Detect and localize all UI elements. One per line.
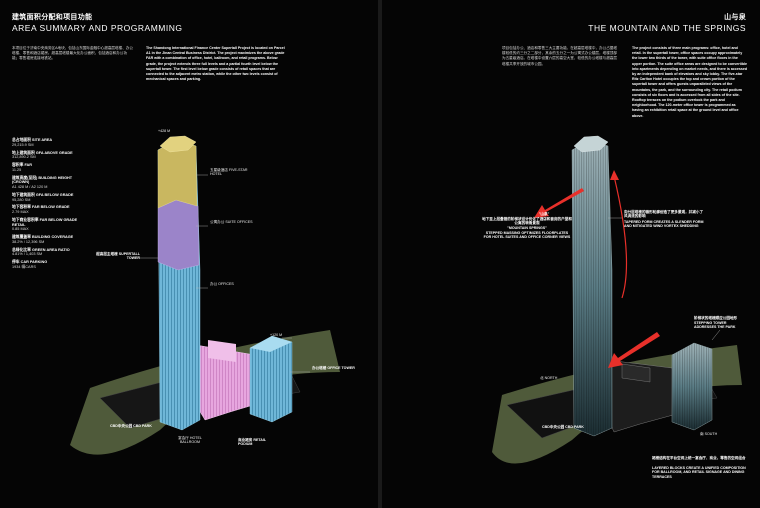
office-tower-right — [671, 342, 713, 431]
left-intro-en: The Shandong International Finance Cente… — [146, 46, 285, 82]
springs-arrow-top — [534, 188, 584, 218]
springs-arrow-bottom — [608, 332, 660, 368]
springs-detail-cn: 地下至上层叠错的阶梯状设计优化了酒店和套房的户型和公寓的转角景观 — [482, 217, 572, 226]
offices-label: 办公 OFFICES — [210, 282, 234, 286]
supertall-tower — [157, 135, 201, 431]
right-page: 山与泉 THE MOUNTAIN AND THE SPRINGS 项目包括办公、… — [382, 0, 760, 508]
podium-note-en: LAYERED BLOCKS CREATE A UNIFIED COMPOSIT… — [652, 466, 746, 479]
left-title-cn: 建筑面积分配和项目功能 — [12, 14, 93, 21]
stat-item: 建筑高度(至冠) BUILDING HEIGHT (CROWN)A1 428 M… — [12, 175, 73, 189]
podium-dark — [605, 359, 685, 433]
springs-detail-en: STEPPED MASSING OPTIMIZES FLOORPLATES FO… — [483, 231, 571, 240]
right-title-en: THE MOUNTAIN AND THE SPRINGS — [588, 23, 746, 33]
supertall-tower-right — [571, 135, 613, 437]
south-label: 南 SOUTH — [700, 432, 718, 436]
leader-lines-right — [608, 217, 721, 341]
hotel-label: 五星级酒店 FIVE-STAR HOTEL — [210, 168, 248, 177]
park-label: CBD中央公园 CBD PARK — [110, 424, 152, 428]
springs-title: "山泉" — [538, 212, 550, 216]
right-intro-en: The project consists of three main progr… — [632, 46, 748, 118]
page-gutter — [378, 0, 382, 508]
wind-arrow — [610, 170, 628, 299]
park-label-right: CBD中央公园 CBD PARK — [542, 425, 584, 429]
north-label: 北 NORTH — [540, 376, 558, 380]
area-diagram — [70, 135, 340, 455]
podium-label: 商业裙房 RETAIL PODIUM — [238, 438, 267, 447]
leader-lines — [140, 174, 310, 373]
office-tower-label: 办公塔楼 OFFICE TOWER — [312, 366, 355, 370]
left-intro-cn: 本项目位于济南中央商务区A地块，包括山东国际金融中心超高层塔楼、办公塔楼、零售和… — [12, 46, 133, 61]
stepping-note-en: STEPPING TOWER ADDRESSES THE PARK — [694, 321, 736, 330]
tapered-note-cn: 向分层塔楼的锥形轮廓创造了更多景观，并减小了风涡流的影响 — [624, 210, 704, 219]
left-page: 建筑面积分配和项目功能 AREA SUMMARY AND PROGRAMMING… — [0, 0, 378, 508]
left-title-en: AREA SUMMARY AND PROGRAMMING — [12, 23, 183, 33]
springs-quote: "MOUNTAIN SPRINGS" — [507, 226, 547, 230]
supertall-height-label: +428 M — [158, 129, 171, 133]
suite-offices-label: 公寓办公 SUITE OFFICES — [210, 220, 253, 224]
tapered-note-en: TAPERED FORM CREATES A SLENDER FORM AND … — [624, 220, 704, 229]
podium-note-cn: 裙楼结构在平台空间上统一宴会厅、商业，零售的空间组合 — [652, 456, 746, 460]
right-intro-cn: 项目包括办公、酒店和零售三大主要功能。在超高层塔楼中，办公占据塔楼较低的约三分之… — [502, 46, 617, 66]
right-title-cn: 山与泉 — [724, 14, 746, 21]
ballroom-label: 宴会厅 HOTEL BALLROOM — [178, 436, 202, 445]
massing-diagram — [492, 135, 742, 464]
stepping-note-cn: 阶梯状的塔楼顺应公园地形 — [694, 316, 738, 320]
office-tower — [249, 335, 293, 423]
supertall-label: 超高层主塔楼 SUPERTALL TOWER — [96, 252, 140, 261]
office-height-label: +120 M — [270, 333, 283, 337]
